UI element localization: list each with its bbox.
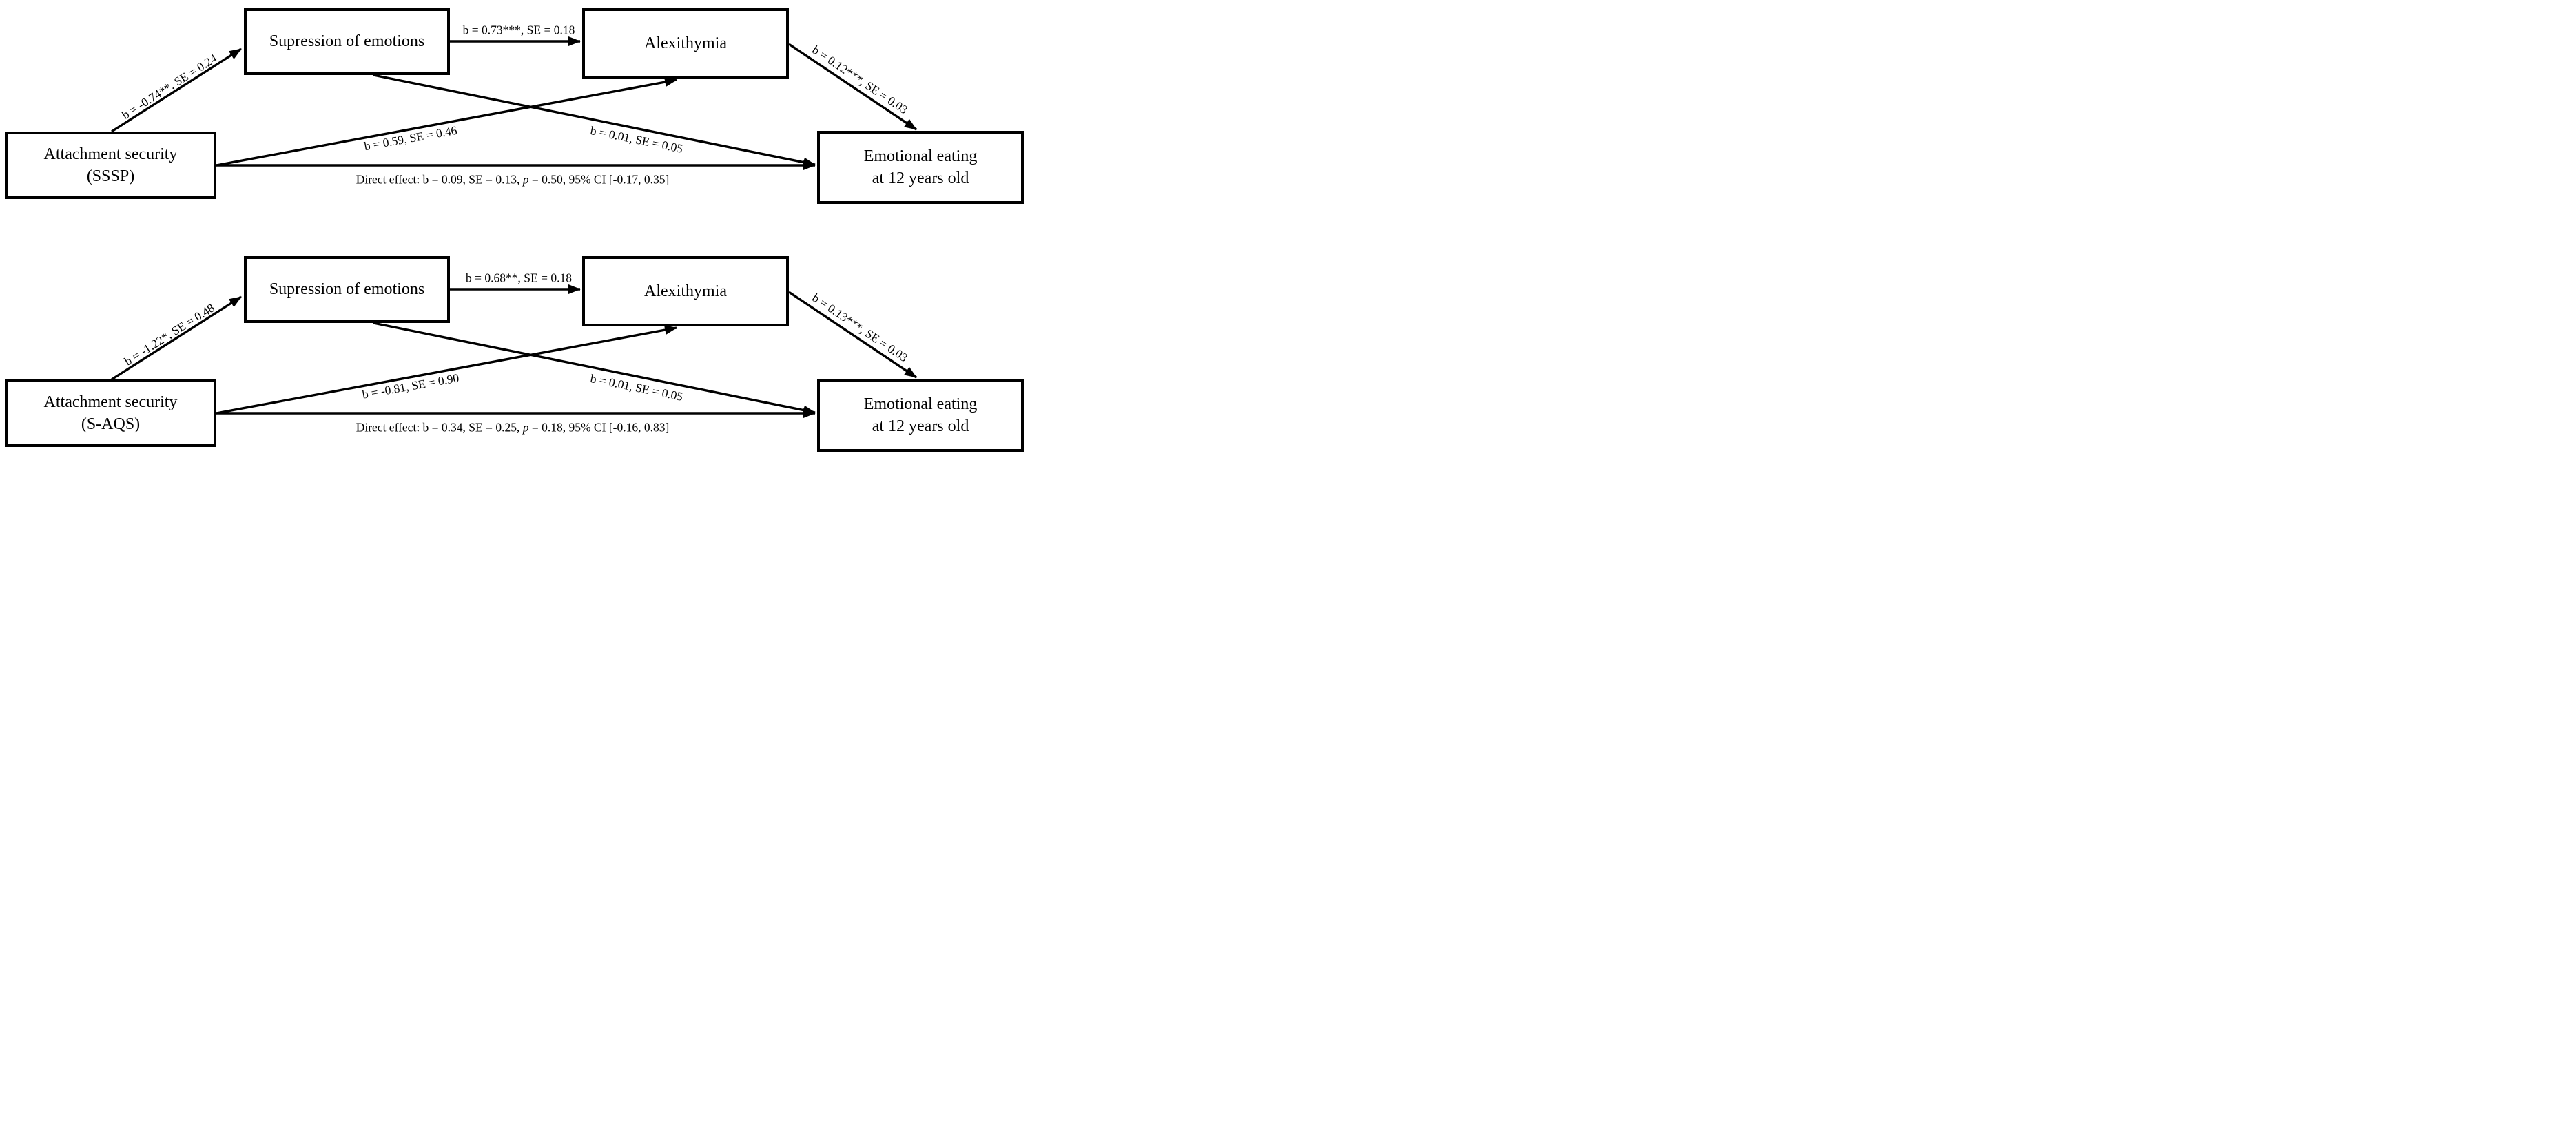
arrow-predictor-to-mediator2-bottom bbox=[216, 325, 677, 415]
arrow-predictor-to-mediator2-top bbox=[216, 77, 677, 167]
path-label-mediator1-to-mediator2-bottom: b = 0.68**, SE = 0.18 bbox=[466, 271, 572, 285]
box-mediator1-label-bottom: Supression of emotions bbox=[269, 280, 425, 299]
box-mediator2-label-bottom: Alexithymia bbox=[644, 282, 727, 300]
box-predictor-top: Attachment security (SSSP) bbox=[5, 132, 216, 199]
box-mediator1-label-top: Supression of emotions bbox=[269, 32, 425, 51]
direct-effect-label-top: Direct effect: b = 0.09, SE = 0.13, p = … bbox=[356, 173, 670, 187]
box-outcome-top: Emotional eating at 12 years old bbox=[817, 131, 1024, 204]
box-outcome-label-top: Emotional eating at 12 years old bbox=[863, 147, 978, 187]
box-predictor-label-top: Attachment security (SSSP) bbox=[43, 145, 178, 185]
box-mediator2-label-top: Alexithymia bbox=[644, 34, 727, 52]
figure-canvas: Attachment security (SSSP) Supression of… bbox=[0, 0, 1031, 459]
box-predictor-label-bottom: Attachment security (S-AQS) bbox=[43, 393, 178, 433]
arrow-mediator1-to-outcome-top bbox=[373, 74, 816, 167]
direct-effect-suffix-bottom: = 0.18, 95% CI [-0.16, 0.83] bbox=[528, 420, 670, 435]
box-mediator1-bottom: Supression of emotions bbox=[244, 256, 450, 323]
arrow-predictor-to-mediator1-bottom bbox=[111, 295, 242, 381]
path-arrows bbox=[111, 36, 917, 418]
direct-effect-p-symbol-bottom: p bbox=[522, 420, 529, 435]
direct-effect-suffix-top: = 0.50, 95% CI [-0.17, 0.35] bbox=[528, 172, 670, 187]
direct-effect-prefix-top: Direct effect: b = 0.09, SE = 0.13, bbox=[356, 172, 523, 187]
box-mediator1-top: Supression of emotions bbox=[244, 8, 450, 75]
box-mediator2-bottom: Alexithymia bbox=[582, 256, 789, 326]
box-predictor-bottom: Attachment security (S-AQS) bbox=[5, 379, 216, 447]
box-outcome-bottom: Emotional eating at 12 years old bbox=[817, 379, 1024, 452]
arrow-mediator2-to-outcome-bottom bbox=[788, 291, 917, 379]
direct-effect-prefix-bottom: Direct effect: b = 0.34, SE = 0.25, bbox=[356, 420, 523, 435]
box-mediator2-top: Alexithymia bbox=[582, 8, 789, 79]
arrow-mediator2-to-outcome-top bbox=[788, 43, 917, 131]
box-outcome-label-bottom: Emotional eating at 12 years old bbox=[863, 395, 978, 435]
path-label-mediator1-to-mediator2-top: b = 0.73***, SE = 0.18 bbox=[462, 23, 575, 37]
arrow-mediator1-to-outcome-bottom bbox=[373, 322, 816, 415]
direct-effect-p-symbol-top: p bbox=[522, 172, 529, 187]
arrow-predictor-to-mediator1-top bbox=[111, 48, 242, 133]
direct-effect-label-bottom: Direct effect: b = 0.34, SE = 0.25, p = … bbox=[356, 421, 670, 435]
